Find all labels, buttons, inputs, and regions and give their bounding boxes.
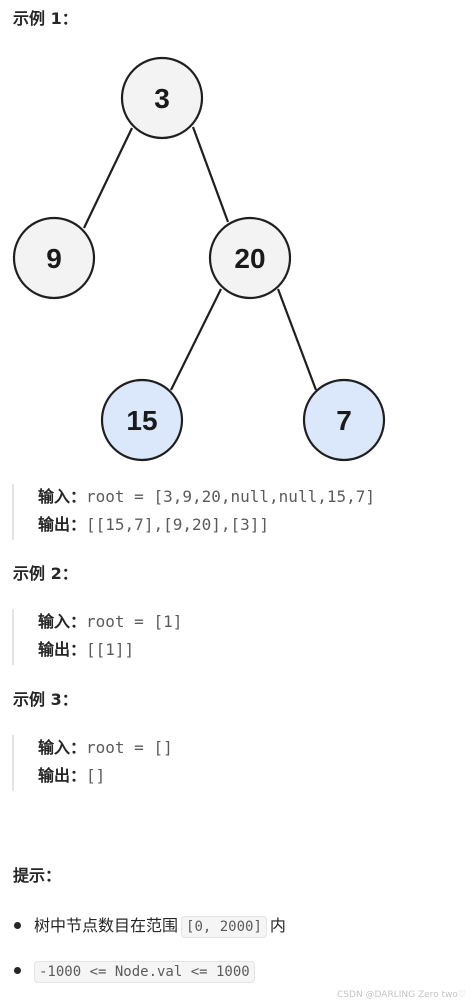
example-2-io-block: 输入：root = [1] 输出：[[1]] bbox=[12, 609, 182, 665]
tree-node-circle bbox=[100, 378, 184, 462]
tree-node-20: 20 bbox=[208, 216, 292, 300]
example-1-output-line: 输出：[[15,7],[9,20],[3]] bbox=[38, 515, 269, 535]
example-1-heading: 示例 1： bbox=[13, 9, 78, 28]
tree-node-3: 3 bbox=[120, 56, 204, 140]
edge-3-20 bbox=[191, 126, 230, 223]
tree-node-label: 9 bbox=[46, 243, 62, 274]
output-code: [[15,7],[9,20],[3]] bbox=[86, 515, 270, 534]
example-2-heading: 示例 2： bbox=[13, 564, 78, 583]
tree-edges bbox=[83, 126, 318, 391]
tree-node-label: 3 bbox=[154, 83, 170, 114]
inline-code-value-range: -1000 <= Node.val <= 1000 bbox=[34, 961, 255, 983]
example-2-input-line: 输入：root = [1] bbox=[38, 612, 182, 632]
tree-node-label: 15 bbox=[126, 405, 157, 436]
tip-item-value-range: -1000 <= Node.val <= 1000 bbox=[31, 959, 258, 984]
example-3-heading: 示例 3： bbox=[13, 690, 78, 709]
tree-node-label: 20 bbox=[234, 243, 265, 274]
example-1-io-block: 输入：root = [3,9,20,null,null,15,7] 输出：[[1… bbox=[12, 484, 375, 540]
output-label: 输出： bbox=[38, 515, 87, 534]
list-bullet bbox=[14, 967, 21, 974]
tip-item-node-count: 树中节点数目在范围[0, 2000]内 bbox=[34, 914, 286, 939]
list-bullet bbox=[14, 922, 21, 929]
example-2-output-line: 输出：[[1]] bbox=[38, 640, 134, 660]
tree-node-7: 7 bbox=[302, 378, 386, 462]
example-3-input-line: 输入：root = [] bbox=[38, 738, 173, 758]
tip-text-after: 内 bbox=[269, 916, 286, 935]
input-code: root = [] bbox=[86, 738, 173, 757]
tree-node-circle bbox=[208, 216, 292, 300]
tree-node-9: 9 bbox=[12, 216, 96, 300]
output-label: 输出： bbox=[38, 766, 87, 785]
example-3-io-block: 输入：root = [] 输出：[] bbox=[12, 735, 173, 791]
tips-heading: 提示： bbox=[13, 866, 62, 885]
example-3-output-line: 输出：[] bbox=[38, 766, 105, 786]
tree-node-label: 7 bbox=[336, 405, 352, 436]
tip-text-before: 树中节点数目在范围 bbox=[34, 916, 179, 935]
tree-node-circle bbox=[120, 56, 204, 140]
input-label: 输入： bbox=[38, 612, 87, 631]
output-code: [[1]] bbox=[86, 640, 135, 659]
tree-node-circle bbox=[12, 216, 96, 300]
tree-node-circle bbox=[302, 378, 386, 462]
input-label: 输入： bbox=[38, 738, 87, 757]
output-code: [] bbox=[86, 766, 106, 785]
edge-20-7 bbox=[276, 288, 318, 391]
example-1-input-line: 输入：root = [3,9,20,null,null,15,7] bbox=[38, 487, 375, 507]
edge-20-15 bbox=[170, 288, 222, 391]
input-label: 输入： bbox=[38, 487, 87, 506]
csdn-watermark: CSDN @DARLING Zero two♡ bbox=[337, 990, 466, 1000]
output-label: 输出： bbox=[38, 640, 87, 659]
inline-code-range: [0, 2000] bbox=[181, 916, 267, 938]
binary-tree-diagram: 3 9 20 15 7 bbox=[12, 56, 386, 462]
input-code: root = [1] bbox=[86, 612, 183, 631]
tree-node-15: 15 bbox=[100, 378, 184, 462]
edge-3-9 bbox=[83, 127, 133, 229]
input-code: root = [3,9,20,null,null,15,7] bbox=[86, 487, 375, 506]
